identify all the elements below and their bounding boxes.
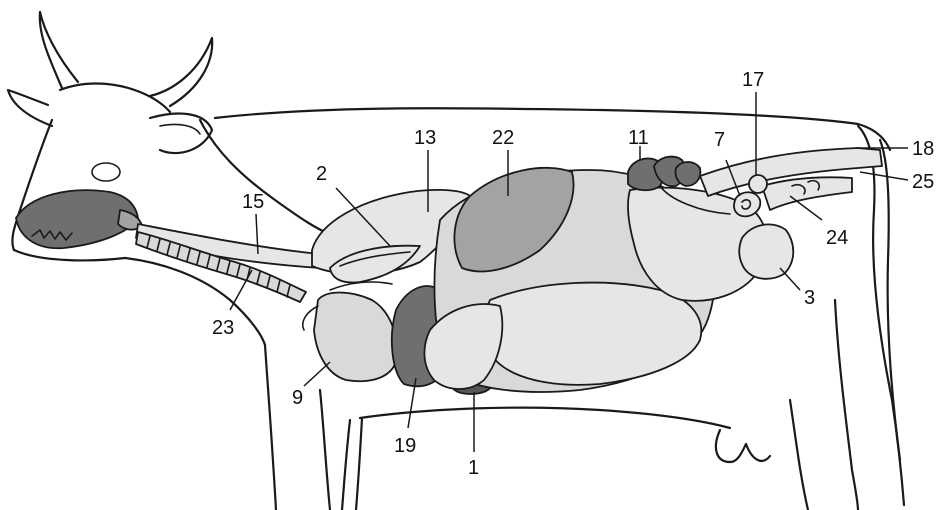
label-19: 19 bbox=[394, 435, 416, 457]
label-7: 7 bbox=[714, 129, 725, 151]
ovary bbox=[749, 175, 767, 193]
label-9: 9 bbox=[292, 387, 303, 409]
label-3: 3 bbox=[804, 287, 815, 309]
label-13: 13 bbox=[414, 127, 436, 149]
uterus bbox=[734, 192, 760, 216]
label-18: 18 bbox=[912, 138, 934, 160]
label-23: 23 bbox=[212, 317, 234, 339]
vagina bbox=[762, 177, 852, 210]
bladder bbox=[739, 224, 793, 278]
label-2: 2 bbox=[316, 163, 327, 185]
liver bbox=[314, 293, 397, 382]
cow-head bbox=[8, 12, 212, 260]
label-22: 22 bbox=[492, 127, 514, 149]
label-1: 1 bbox=[468, 457, 479, 479]
label-25: 25 bbox=[912, 171, 934, 193]
label-15: 15 bbox=[242, 191, 264, 213]
label-24: 24 bbox=[826, 227, 848, 249]
label-17: 17 bbox=[742, 69, 764, 91]
intestine-lobe bbox=[484, 283, 701, 385]
label-11: 11 bbox=[628, 127, 649, 149]
